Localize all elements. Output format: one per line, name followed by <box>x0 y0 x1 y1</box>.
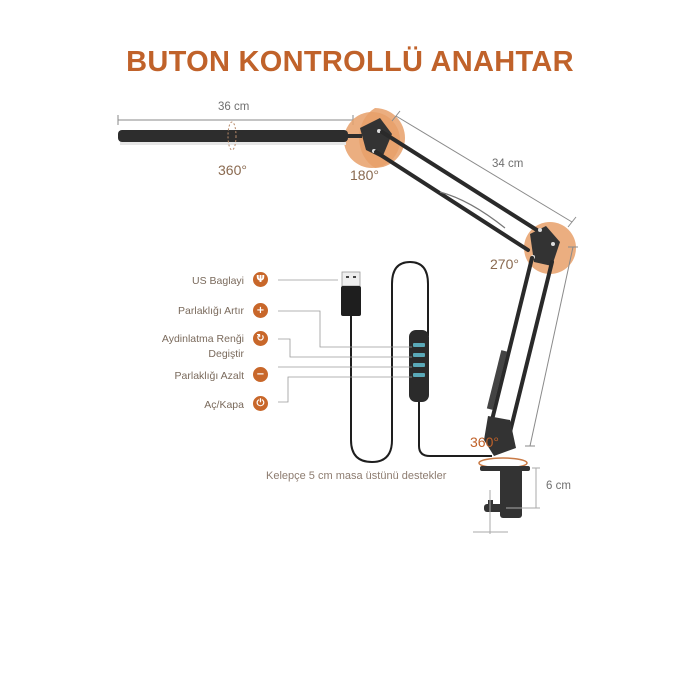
control-box <box>409 330 429 402</box>
clamp-height-label: 6 cm <box>546 480 571 492</box>
clamp-note: Kelepçe 5 cm masa üstünü destekler <box>266 470 447 482</box>
lamp-head-dimension-line <box>117 115 354 125</box>
head-joint-angle: 180° <box>350 167 379 183</box>
clamp-dimension-line <box>506 467 540 509</box>
upper-arm <box>374 130 542 252</box>
control-label-color-change-line1: Aydinlatma Renği <box>161 333 244 345</box>
lower-arm <box>490 256 554 434</box>
usb-icon: Ψ <box>253 272 268 287</box>
upper-arm-dimension-line <box>391 110 577 228</box>
power-cable <box>350 260 492 464</box>
lamp-head-length-label: 36 cm <box>218 101 250 113</box>
head-rotation-indicator <box>227 121 237 151</box>
color-change-icon: ↻ <box>253 331 268 346</box>
page-title: BUTON KONTROLLÜ ANAHTAR <box>126 46 574 78</box>
power-icon: ⏻ <box>253 396 268 411</box>
elbow-joint-angle: 270° <box>490 256 519 272</box>
base-rotation-angle: 360° <box>470 434 499 450</box>
elbow-joint-bracket <box>530 226 560 266</box>
brightness-up-icon: + <box>253 303 268 318</box>
upper-arm-length-label: 34 cm <box>492 158 524 170</box>
leader-lines <box>278 279 412 403</box>
control-label-usb: US Baglayi <box>192 275 244 287</box>
control-label-brightness-up: Parlaklığı Artır <box>178 305 244 317</box>
usb-plug <box>341 271 361 316</box>
clamp-screw <box>473 490 508 534</box>
base-joint <box>484 416 516 456</box>
head-rotation-angle: 360° <box>218 162 247 178</box>
control-label-brightness-down: Parlaklığı Azalt <box>174 370 244 382</box>
head-joint-bracket <box>360 118 392 158</box>
control-label-power: Aç/Kapa <box>204 399 244 411</box>
control-label-color-change-line2: Degiştir <box>208 348 244 360</box>
lower-arm-dimension-line <box>525 246 578 447</box>
brightness-down-icon: − <box>253 367 268 382</box>
desk-clamp <box>480 466 530 518</box>
lamp-head <box>118 130 362 145</box>
